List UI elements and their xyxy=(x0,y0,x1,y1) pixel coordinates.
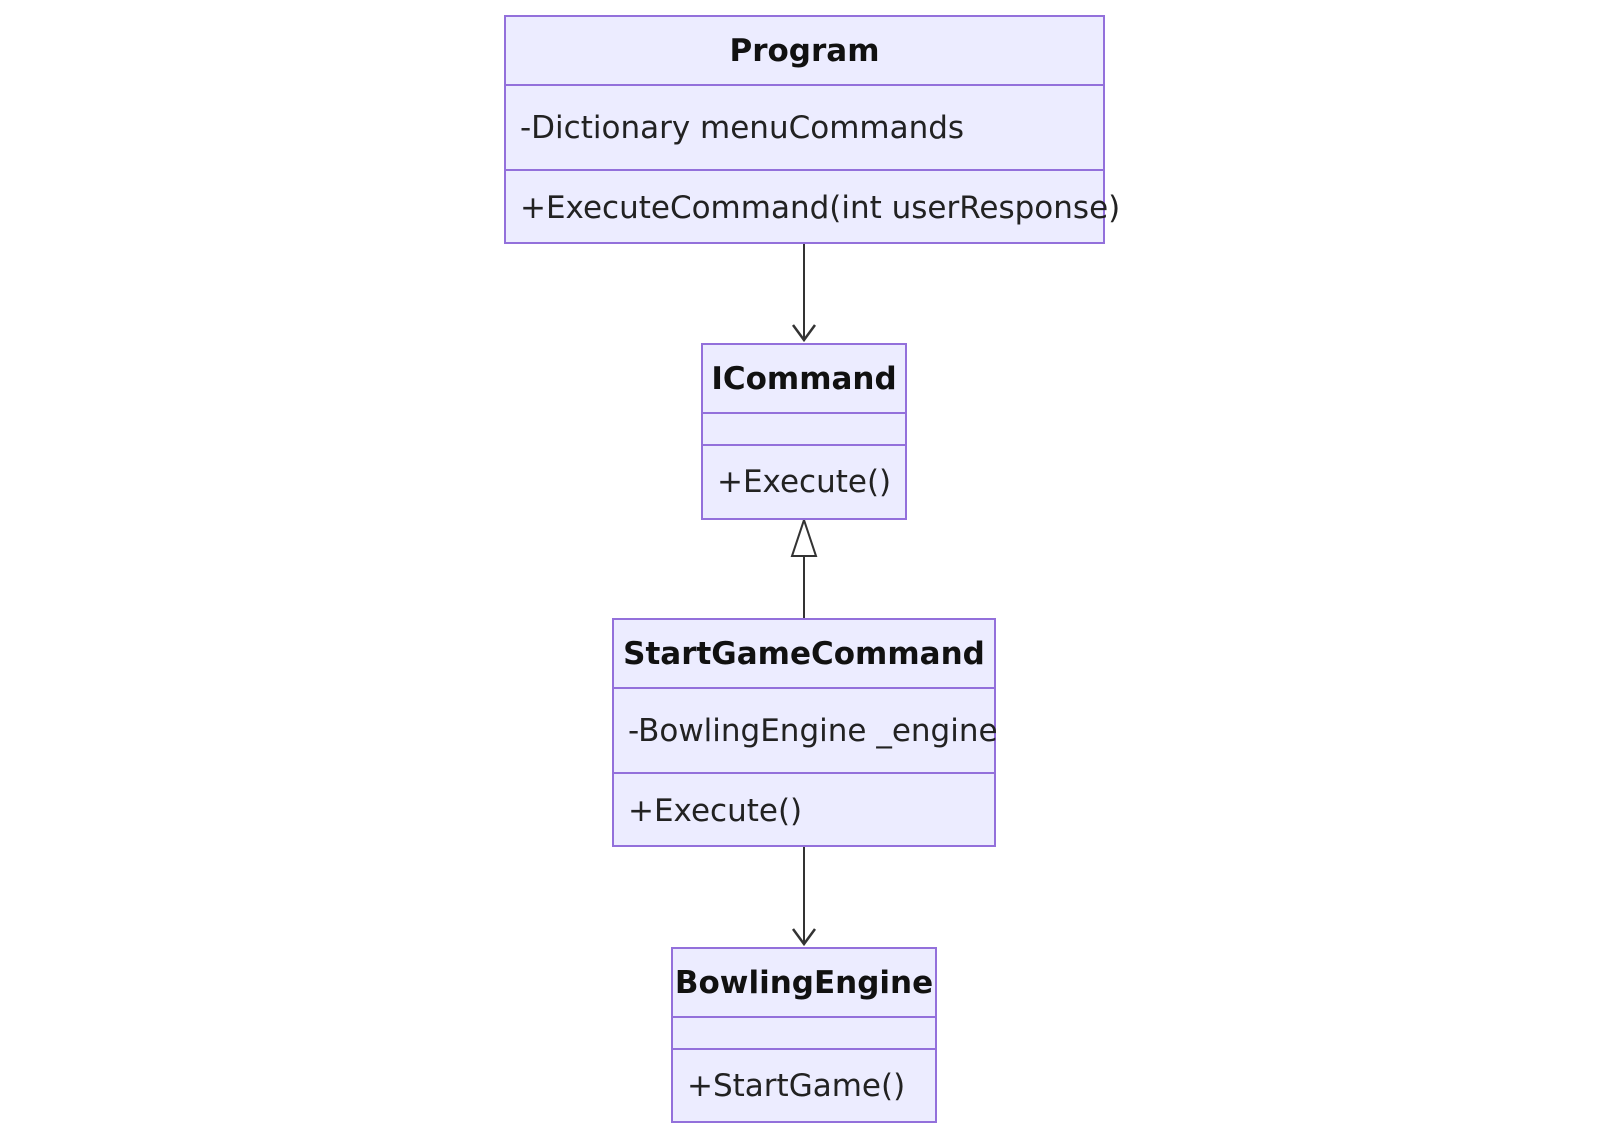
class-startgamecommand[interactable]: StartGameCommand -BowlingEngine _engine … xyxy=(612,618,998,847)
class-method: +Execute() xyxy=(614,772,994,847)
edge-startgamecommand-icommand xyxy=(790,516,818,618)
class-attribute: -BowlingEngine _engine xyxy=(614,687,998,772)
class-method: +StartGame() xyxy=(673,1048,935,1121)
class-attributes-empty xyxy=(673,1016,935,1048)
class-attributes-empty xyxy=(703,412,905,444)
class-attribute: -Dictionary menuCommands xyxy=(506,84,1103,169)
class-bowlingengine[interactable]: BowlingEngine +StartGame() xyxy=(671,947,937,1123)
class-icommand[interactable]: ICommand +Execute() xyxy=(701,343,907,520)
class-method: +ExecuteCommand(int userResponse) xyxy=(506,169,1120,244)
class-method: +Execute() xyxy=(703,444,905,518)
class-title: StartGameCommand xyxy=(623,635,985,672)
class-program[interactable]: Program -Dictionary menuCommands +Execut… xyxy=(504,15,1120,244)
edge-program-icommand xyxy=(791,244,817,343)
class-title: ICommand xyxy=(711,360,897,397)
class-title: BowlingEngine xyxy=(674,964,934,1001)
class-title: Program xyxy=(729,32,880,69)
edge-startgamecommand-bowlingengine xyxy=(791,847,817,947)
open-arrowhead-icon xyxy=(791,324,817,343)
hollow-triangle-arrowhead-icon xyxy=(790,516,818,557)
open-arrowhead-icon xyxy=(791,928,817,947)
